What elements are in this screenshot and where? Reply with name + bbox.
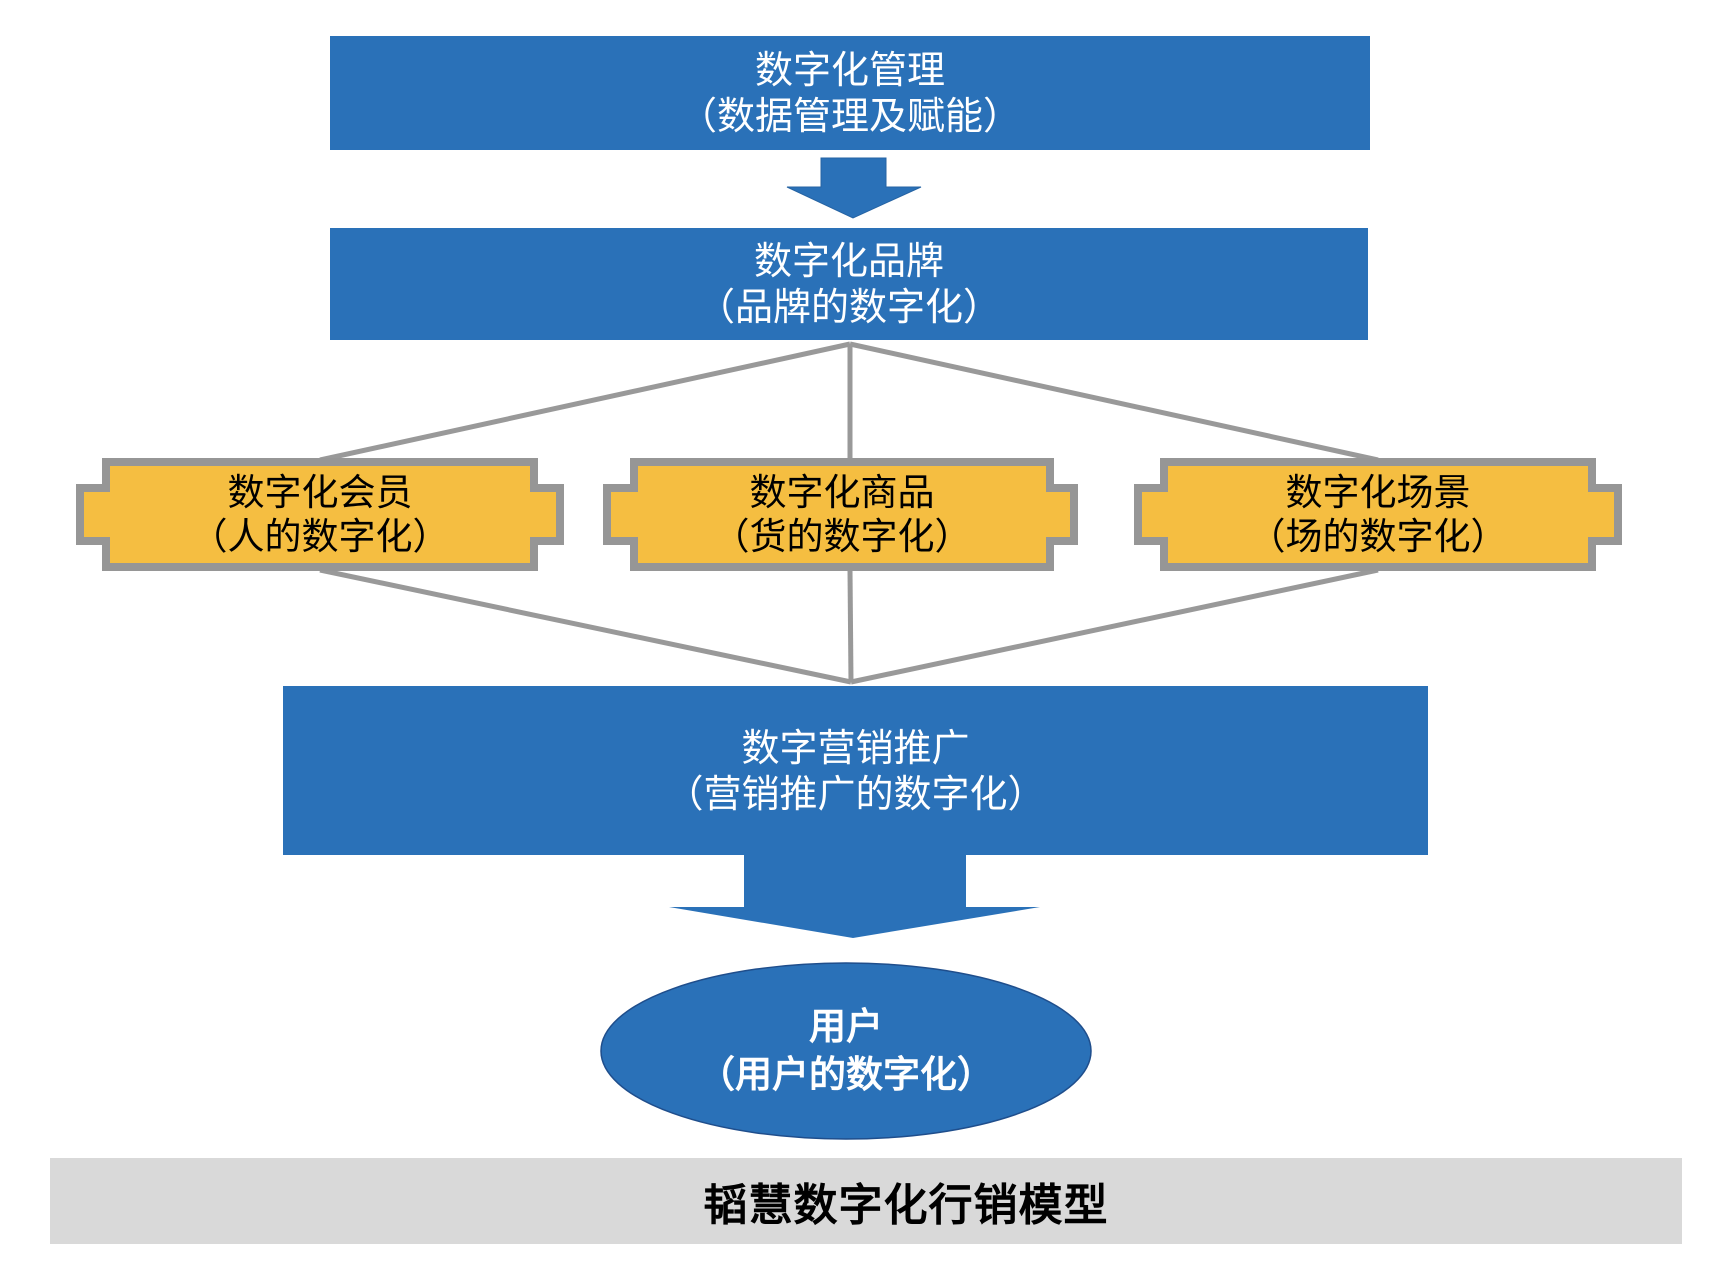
user-subtitle: （用户的数字化） <box>698 1053 994 1096</box>
connector-brand-to-scene <box>849 341 1379 463</box>
connector-scene-to-marketing <box>850 567 1379 685</box>
pillar-scene-title: 数字化场景 <box>1285 470 1471 514</box>
management-label: 数字化管理 （数据管理及赋能） <box>330 36 1370 150</box>
marketing-title: 数字营销推广 <box>741 725 970 770</box>
pillar-member-box[interactable] <box>76 458 564 571</box>
management-box[interactable] <box>330 36 1370 150</box>
user-label: 用户 （用户的数字化） <box>601 963 1091 1139</box>
connector-member-to-marketing <box>319 567 852 685</box>
connector-brand-to-member <box>319 341 851 463</box>
pillar-member-subtitle: （人的数字化） <box>190 514 450 558</box>
pillar-scene-label: 数字化场景 （场的数字化） <box>1164 462 1592 567</box>
down-arrow-icon <box>786 157 922 219</box>
pillar-member-title: 数字化会员 <box>227 470 413 514</box>
marketing-subtitle: （营销推广的数字化） <box>665 771 1046 816</box>
diagram-caption: 韬慧数字化行销模型 <box>703 1180 1109 1231</box>
brand-subtitle: （品牌的数字化） <box>696 285 1001 329</box>
pillar-product-label: 数字化商品 （货的数字化） <box>634 462 1050 567</box>
user-ellipse[interactable] <box>600 962 1092 1140</box>
pillar-product-subtitle: （货的数字化） <box>712 514 972 558</box>
user-title: 用户 <box>809 1005 883 1048</box>
pillar-product-box[interactable] <box>603 458 1078 571</box>
pillar-scene-box[interactable] <box>1134 458 1622 571</box>
marketing-box[interactable] <box>283 686 1428 855</box>
big-down-arrow-icon <box>669 854 1040 938</box>
connectors-top <box>319 341 1379 463</box>
management-title: 数字化管理 <box>754 48 945 92</box>
marketing-label: 数字营销推广 （营销推广的数字化） <box>283 686 1428 855</box>
brand-title: 数字化品牌 <box>753 239 944 283</box>
brand-label: 数字化品牌 （品牌的数字化） <box>330 228 1368 340</box>
management-subtitle: （数据管理及赋能） <box>678 94 1021 138</box>
caption-bar: 韬慧数字化行销模型 <box>50 1158 1682 1244</box>
brand-box[interactable] <box>330 228 1368 340</box>
pillar-product-title: 数字化商品 <box>749 470 935 514</box>
connectors-bottom <box>319 567 1379 685</box>
pillar-member-label: 数字化会员 （人的数字化） <box>106 462 534 567</box>
pillar-scene-subtitle: （场的数字化） <box>1248 514 1508 558</box>
connector-product-to-marketing <box>847 569 854 683</box>
